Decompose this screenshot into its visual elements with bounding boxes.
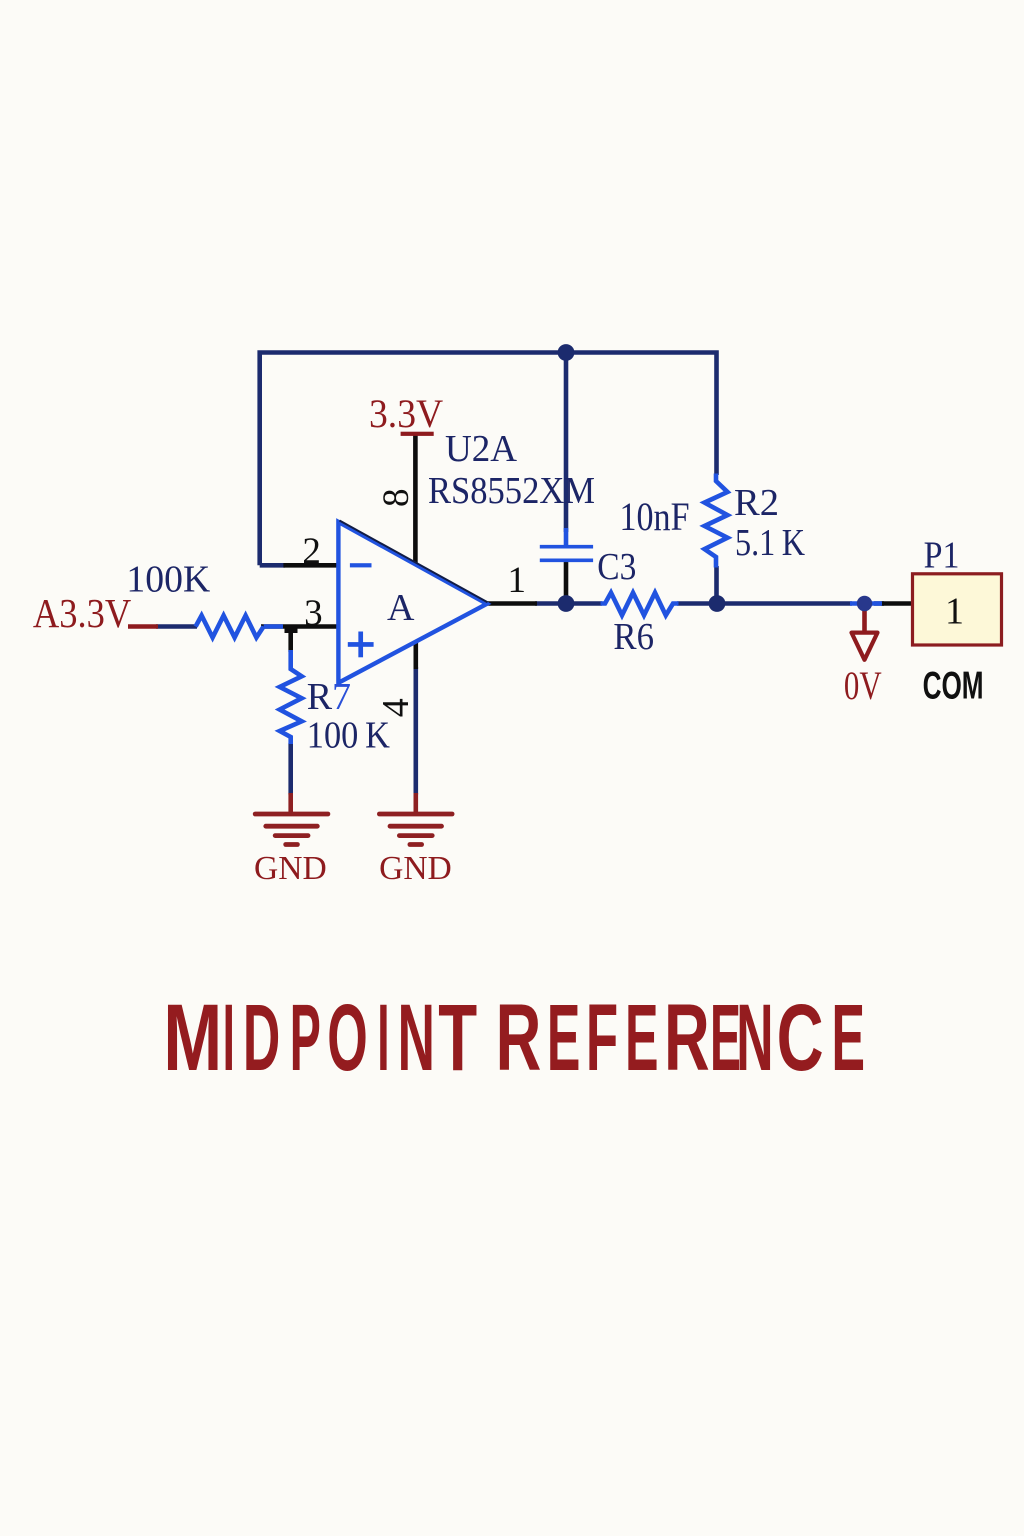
svg-text:M: M	[163, 985, 222, 1091]
svg-text:4: 4	[375, 698, 417, 717]
svg-text:RS8552XM: RS8552XM	[428, 470, 595, 512]
svg-text:E: E	[710, 985, 741, 1091]
svg-text:E: E	[547, 985, 581, 1091]
svg-text:2: 2	[302, 531, 321, 572]
svg-text:5.1 K: 5.1 K	[735, 522, 805, 564]
svg-text:C3: C3	[597, 546, 636, 588]
svg-text:E: E	[625, 985, 659, 1091]
svg-text:P1: P1	[924, 534, 960, 576]
svg-text:3.3V: 3.3V	[369, 391, 443, 436]
svg-text:COM: COM	[923, 665, 984, 708]
svg-text:F: F	[586, 985, 618, 1091]
svg-text:100 K: 100 K	[307, 715, 391, 757]
svg-text:100K: 100K	[126, 559, 210, 601]
svg-text:U2A: U2A	[445, 428, 518, 470]
svg-text:R: R	[664, 985, 710, 1091]
svg-text:3: 3	[304, 593, 323, 634]
svg-text:N: N	[398, 985, 435, 1091]
svg-text:I: I	[223, 985, 235, 1091]
svg-text:R6: R6	[613, 616, 654, 658]
svg-text:I: I	[377, 985, 389, 1091]
svg-text:O: O	[327, 985, 368, 1091]
svg-text:A: A	[387, 587, 415, 629]
svg-text:1: 1	[945, 591, 964, 633]
svg-text:1: 1	[508, 560, 527, 601]
svg-text:N: N	[736, 985, 773, 1091]
svg-text:GND: GND	[379, 850, 452, 887]
svg-text:R2: R2	[734, 482, 779, 524]
svg-text:7: 7	[332, 676, 351, 718]
svg-text:E: E	[832, 985, 866, 1091]
svg-text:A3.3V: A3.3V	[33, 590, 132, 636]
svg-text:0V: 0V	[844, 663, 882, 708]
svg-text:P: P	[290, 985, 321, 1091]
svg-text:D: D	[243, 985, 280, 1091]
svg-text:R: R	[496, 985, 542, 1091]
svg-text:C: C	[777, 985, 824, 1091]
svg-text:GND: GND	[254, 850, 327, 887]
svg-text:R: R	[307, 676, 333, 718]
svg-text:10nF: 10nF	[620, 494, 690, 539]
svg-text:8: 8	[376, 489, 417, 508]
svg-text:T: T	[438, 985, 477, 1091]
